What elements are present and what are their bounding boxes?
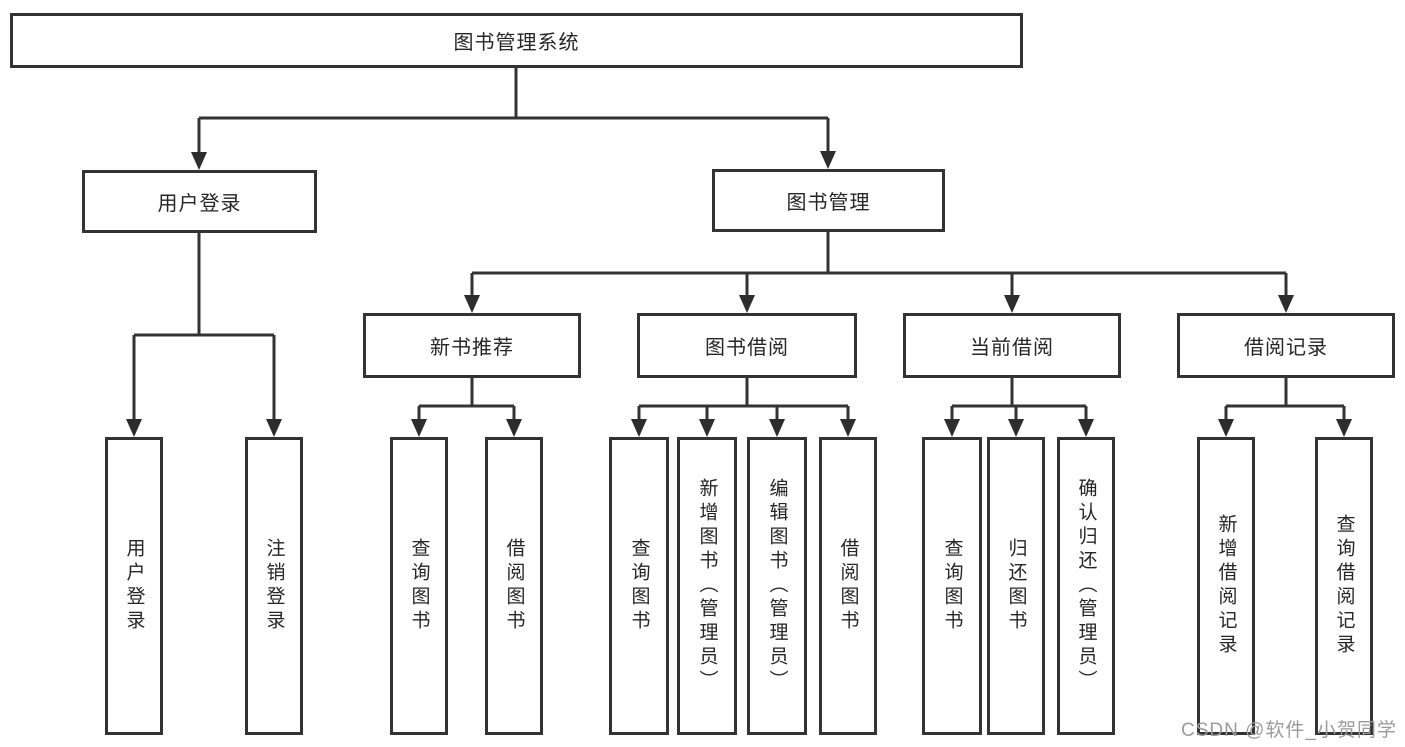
node-label: 新书推荐 bbox=[430, 337, 514, 359]
node-return-books: 归还图书 bbox=[987, 437, 1045, 735]
node-label: 查询图书 bbox=[408, 538, 430, 634]
node-current-borrowing: 当前借阅 bbox=[903, 313, 1121, 378]
node-add-borrow-record: 新增借阅记录 bbox=[1197, 437, 1255, 735]
node-query-books-borrowing: 查询图书 bbox=[609, 437, 669, 735]
node-label: 新增借阅记录 bbox=[1215, 514, 1237, 658]
node-label: 用户登录 bbox=[123, 538, 145, 634]
node-label: 查询借阅记录 bbox=[1333, 514, 1355, 658]
node-logout-login: 注销登录 bbox=[245, 437, 303, 735]
node-confirm-return-admin: 确认归还（管理员） bbox=[1057, 437, 1115, 735]
node-user-login-leaf: 用户登录 bbox=[105, 437, 163, 735]
node-book-management: 图书管理 bbox=[712, 169, 945, 232]
node-label: 编辑图书（管理员） bbox=[766, 478, 788, 694]
node-query-books-recommend: 查询图书 bbox=[390, 437, 448, 735]
node-label: 图书管理系统 bbox=[453, 32, 580, 54]
node-label: 注销登录 bbox=[263, 538, 285, 634]
node-edit-books-admin: 编辑图书（管理员） bbox=[747, 437, 807, 735]
node-label: 图书管理 bbox=[786, 192, 871, 214]
node-new-book-recommendation: 新书推荐 bbox=[363, 313, 581, 378]
node-user-login: 用户登录 bbox=[82, 170, 317, 233]
node-label: 借阅图书 bbox=[503, 538, 525, 634]
node-label: 借阅记录 bbox=[1244, 337, 1328, 359]
node-label: 借阅图书 bbox=[837, 538, 859, 634]
node-book-borrowing: 图书借阅 bbox=[637, 313, 857, 378]
node-query-borrow-record: 查询借阅记录 bbox=[1315, 437, 1373, 735]
csdn-watermark: CSDN @软件_小贺同学 bbox=[1181, 720, 1397, 741]
node-label: 当前借阅 bbox=[970, 337, 1054, 359]
node-borrow-books-borrowing: 借阅图书 bbox=[819, 437, 877, 735]
node-label: 查询图书 bbox=[941, 538, 963, 634]
node-label: 查询图书 bbox=[628, 538, 650, 634]
node-query-books-current: 查询图书 bbox=[922, 437, 982, 735]
node-book-management-system: 图书管理系统 bbox=[10, 13, 1023, 68]
node-add-books-admin: 新增图书（管理员） bbox=[677, 437, 737, 735]
node-label: 归还图书 bbox=[1005, 538, 1027, 634]
node-borrow-books-recommend: 借阅图书 bbox=[485, 437, 543, 735]
node-borrowing-records: 借阅记录 bbox=[1177, 313, 1395, 378]
node-label: 确认归还（管理员） bbox=[1075, 478, 1097, 694]
node-label: 用户登录 bbox=[157, 193, 242, 215]
node-label: 图书借阅 bbox=[705, 337, 789, 359]
node-label: 新增图书（管理员） bbox=[696, 478, 718, 694]
